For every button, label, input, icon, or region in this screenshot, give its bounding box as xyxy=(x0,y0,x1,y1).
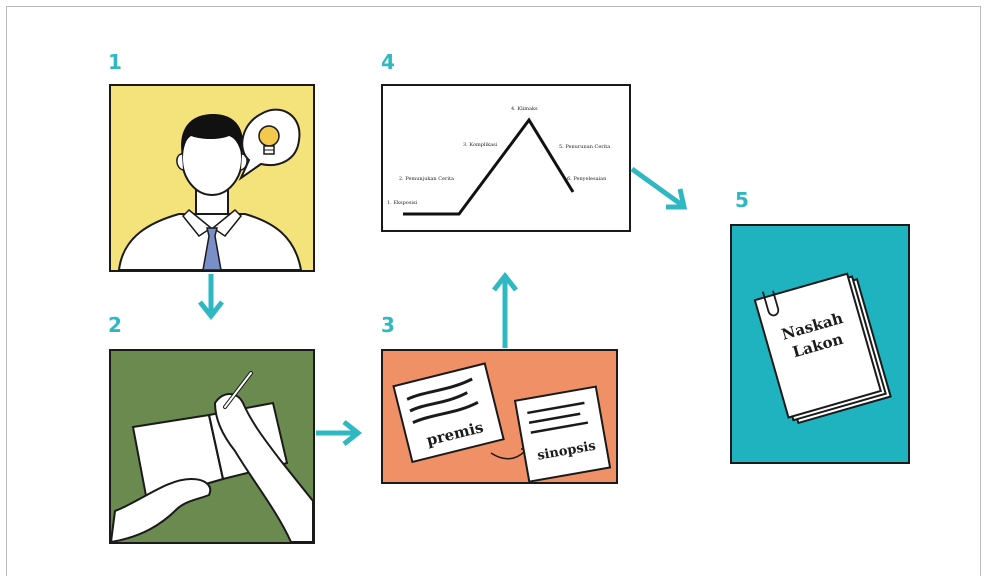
plot-point-exposition: 1. Eksposisi xyxy=(387,200,418,206)
panel-writing xyxy=(109,349,315,544)
step-number-2: 2 xyxy=(108,313,122,337)
step-number-5: 5 xyxy=(735,188,749,212)
arrow-2-to-3-icon xyxy=(316,420,363,446)
premise-synopsis-illustration: premis sinopsis xyxy=(392,362,612,482)
arrow-3-to-4-icon xyxy=(492,272,518,348)
plot-line xyxy=(403,117,575,216)
panel-idea xyxy=(109,84,315,272)
arrow-1-to-2-icon xyxy=(198,274,224,320)
script-document-illustration: Naskah Lakon xyxy=(753,272,892,425)
plot-point-complication: 3. Komplikasi xyxy=(463,142,498,148)
panel-plot-structure: 1. Eksposisi 2. Pemunjukan Cerita 3. Kom… xyxy=(381,84,631,232)
arrow-4-to-5-icon xyxy=(630,166,688,210)
transform-arrow-icon xyxy=(490,450,526,460)
step-number-1: 1 xyxy=(108,50,122,74)
writing-notebook-illustration xyxy=(111,371,313,542)
panel-script: Naskah Lakon xyxy=(730,224,910,464)
step-number-4: 4 xyxy=(381,50,395,74)
step-number-3: 3 xyxy=(381,313,395,337)
idea-person-illustration xyxy=(117,108,303,270)
paperclip-icon xyxy=(761,290,780,317)
panel-premise-synopsis: premis sinopsis xyxy=(381,349,618,484)
plot-point-resolution: 6. Penyelesaian xyxy=(567,176,607,182)
plot-point-falling: 5. Penurunan Cerita xyxy=(559,144,610,150)
plot-structure-diagram: 1. Eksposisi 2. Pemunjukan Cerita 3. Kom… xyxy=(387,106,610,216)
plot-point-climax: 4. Klimaks xyxy=(511,106,538,112)
plot-point-rising: 2. Pemunjukan Cerita xyxy=(399,176,454,182)
